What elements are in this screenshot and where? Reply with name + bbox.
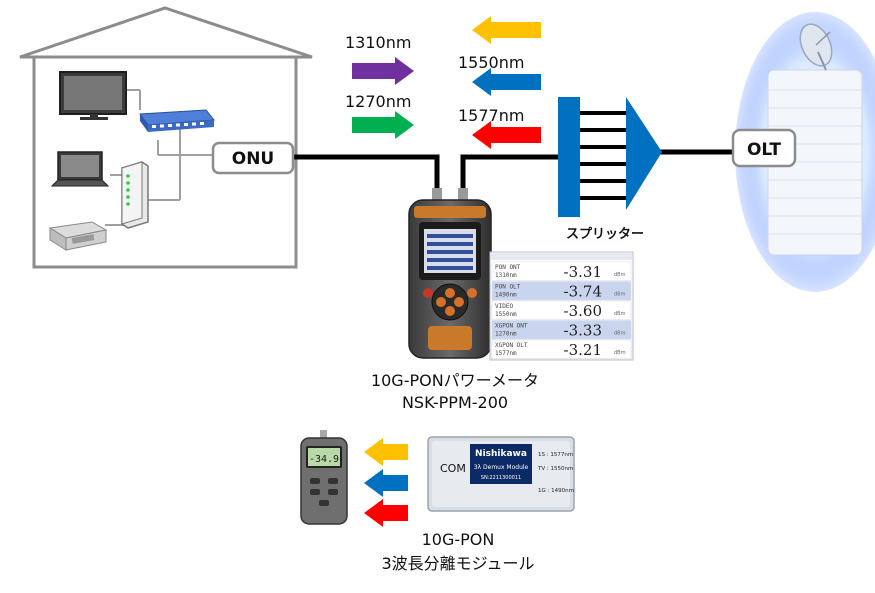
wavelength-labels: 1310nm 1270nm 1550nm 1577nm [345, 33, 524, 125]
arrow-1550-blue-downstream [472, 68, 541, 96]
arrow-module-blue [364, 469, 408, 497]
module-port3: 1G : 1490nm [538, 488, 574, 494]
module-port1: 1S : 1577nm [538, 452, 573, 458]
arrow-1270-upstream [352, 111, 414, 139]
screen-row-value: -3.60 [564, 302, 602, 320]
screen-row-unit: dBm [614, 272, 626, 278]
handheld-meter-device: -34.9 [300, 430, 348, 525]
arrow-1310-upstream [352, 57, 414, 85]
arrow-1577-downstream [472, 121, 541, 149]
screen-row-unit: dBm [614, 311, 626, 317]
demux-module-device: Nishikawa 3λ Demux Module SN:2211300011 … [427, 436, 575, 512]
onu-box: ONU [211, 141, 295, 175]
olt-building-icon [735, 12, 875, 292]
screen-row-name: XGPON ONT [495, 323, 528, 330]
splitter-label: スプリッター [566, 227, 644, 242]
screen-row-wavelength: 1577nm [495, 350, 517, 357]
power-meter-label-line2: NSK-PPM-200 [402, 393, 508, 412]
screen-row-wavelength: 1490nm [495, 292, 517, 299]
screen-row-value: -3.21 [564, 341, 602, 359]
printer-icon [48, 221, 108, 251]
olt-label: OLT [747, 140, 781, 160]
wavelength-1577-label: 1577nm [458, 106, 524, 125]
laptop-icon [50, 151, 110, 187]
screen-row-wavelength: 1310nm [495, 272, 517, 279]
screen-row-unit: dBm [614, 292, 626, 298]
screen-row-unit: dBm [614, 331, 626, 337]
onu-device-icon [121, 161, 149, 229]
fiber-lines [293, 149, 733, 193]
arrow-module-yellow [364, 438, 408, 466]
house [19, 6, 313, 269]
screen-row-value: -3.31 [564, 263, 602, 281]
screen-row-name: PON ONT [495, 264, 521, 271]
router-icon [139, 109, 215, 132]
screen-row-name: XGPON OLT [495, 342, 528, 349]
splitter-icon [558, 97, 662, 217]
wavelength-1270-label: 1270nm [345, 92, 411, 111]
power-meter-label-line1: 10G-PONパワーメータ [371, 371, 539, 390]
screen-row-wavelength: 1270nm [495, 331, 517, 338]
screen-row-name: VIDEO [495, 303, 513, 310]
screen-row-value: -3.33 [564, 322, 602, 340]
screen-row-wavelength: 1550nm [495, 311, 517, 318]
module-brand: Nishikawa [475, 449, 527, 459]
arrow-module-red [364, 499, 408, 527]
module-model: 3λ Demux Module [474, 464, 529, 471]
module-label-line1: 10G-PON [422, 530, 495, 549]
module-serial: SN:2211300011 [481, 475, 521, 481]
module-com-label: COM [440, 462, 466, 475]
monitor-icon [59, 71, 127, 120]
wavelength-1310-label: 1310nm [345, 33, 411, 52]
screen-row-unit: dBm [614, 350, 626, 356]
onu-label: ONU [232, 149, 274, 169]
power-meter-device [408, 188, 492, 359]
module-port2: TV : 1550nm [537, 466, 573, 472]
module-label-line2: 3波長分離モジュール [381, 554, 534, 573]
olt-box: OLT [731, 128, 797, 168]
handheld-meter-reading: -34.9 [309, 454, 339, 465]
screen-row-value: -3.74 [564, 283, 602, 301]
arrow-1550-yellow-downstream [472, 16, 541, 44]
screen-row-name: PON OLT [495, 284, 521, 291]
wavelength-1550-label: 1550nm [458, 53, 524, 72]
satellite-dish-icon [799, 23, 833, 71]
